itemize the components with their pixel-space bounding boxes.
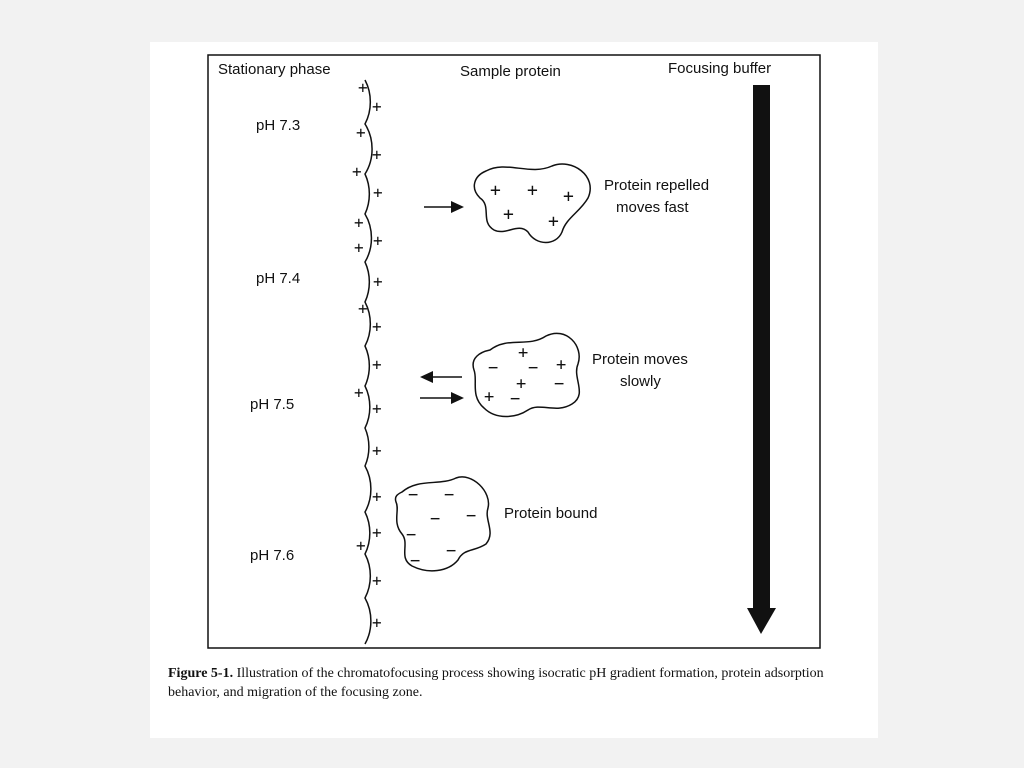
diagram-frame <box>207 54 821 649</box>
arrow-repelled <box>424 201 464 213</box>
header-sample-protein: Sample protein <box>460 63 561 80</box>
protein-charge: + <box>484 387 494 407</box>
protein-charge: − <box>554 374 564 394</box>
protein-bound-blob <box>394 476 491 572</box>
stationary-charge: + <box>372 487 382 506</box>
stationary-charge: + <box>356 536 366 555</box>
stationary-charge: + <box>372 571 382 590</box>
stationary-phase-beads <box>364 79 373 645</box>
stationary-charge: + <box>372 613 382 632</box>
protein-charge: − <box>510 389 520 409</box>
stationary-charge: + <box>372 523 382 542</box>
header-stationary-phase: Stationary phase <box>218 61 331 78</box>
stationary-charge: + <box>372 97 382 116</box>
stationary-charge: + <box>354 383 364 402</box>
protein-slow-charges: + − − + + − + − <box>484 343 566 409</box>
figure-caption: Figure 5-1. Illustration of the chromato… <box>168 664 868 702</box>
protein-repelled-label-line1: Protein repelled <box>604 177 709 194</box>
protein-charge: − <box>466 506 476 526</box>
protein-charge: + <box>563 186 574 207</box>
protein-slow-label-line2: slowly <box>620 373 661 390</box>
protein-charge: − <box>406 525 416 545</box>
protein-charge: + <box>490 180 501 201</box>
ph-label-7-6: pH 7.6 <box>250 547 294 564</box>
stationary-charge: + <box>372 317 382 336</box>
protein-charge: − <box>446 541 456 561</box>
protein-repelled-charges: + + + + + <box>490 180 574 232</box>
stationary-charge: + <box>354 238 364 257</box>
protein-charge: + <box>516 374 526 394</box>
protein-repelled-label-line2: moves fast <box>616 199 689 216</box>
arrow-left-slow <box>420 371 462 383</box>
stationary-charge: + <box>373 231 383 250</box>
caption-text: Illustration of the chromatofocusing pro… <box>168 666 824 700</box>
protein-slow-label-line1: Protein moves <box>592 351 688 368</box>
stationary-charge: + <box>358 299 368 318</box>
ph-label-7-5: pH 7.5 <box>250 396 294 413</box>
stationary-charge: + <box>372 441 382 460</box>
protein-charge: + <box>527 180 538 201</box>
ph-label-7-3: pH 7.3 <box>256 117 300 134</box>
stationary-charge: + <box>372 399 382 418</box>
stationary-charge: + <box>373 183 383 202</box>
protein-charge: − <box>410 551 420 571</box>
stationary-charge: + <box>356 123 366 142</box>
stationary-charge: + <box>358 78 368 97</box>
protein-bound-label: Protein bound <box>504 505 597 522</box>
protein-repelled-blob <box>473 163 591 244</box>
protein-bound-charges: − − − − − − − <box>406 485 476 571</box>
stationary-charge: + <box>372 355 382 374</box>
protein-charge: − <box>444 485 454 505</box>
protein-charge: − <box>528 358 538 378</box>
stationary-phase-charges: + + + + + + + + + + + + + + + + + + + + … <box>352 78 383 632</box>
protein-slow-blob <box>472 332 581 418</box>
protein-charge: − <box>430 509 440 529</box>
ph-label-7-4: pH 7.4 <box>256 270 300 287</box>
stationary-charge: + <box>352 162 362 181</box>
protein-charge: + <box>518 343 528 363</box>
protein-charge: − <box>408 485 418 505</box>
caption-figure-number: Figure 5-1. <box>168 666 234 681</box>
protein-charge: + <box>556 355 566 375</box>
stationary-charge: + <box>372 145 382 164</box>
stationary-charge: + <box>354 213 364 232</box>
protein-charge: + <box>503 204 514 225</box>
protein-charge: + <box>548 211 559 232</box>
focusing-buffer-arrow <box>747 85 776 634</box>
arrow-right-slow <box>420 392 464 404</box>
header-focusing-buffer: Focusing buffer <box>668 60 771 77</box>
stationary-charge: + <box>373 272 383 291</box>
protein-charge: − <box>488 358 498 378</box>
